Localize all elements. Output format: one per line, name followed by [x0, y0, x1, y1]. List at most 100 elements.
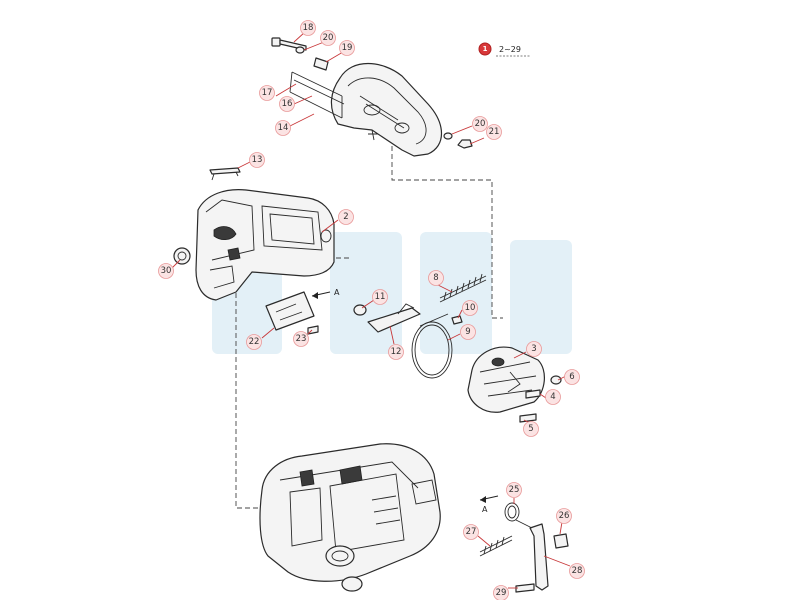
callout-5: 5: [523, 421, 539, 437]
callout-circle: [300, 20, 316, 36]
callout-label: 29: [496, 588, 507, 598]
callout-circle: [486, 124, 502, 140]
callout-label: 8: [433, 273, 438, 283]
band-9-part: [411, 313, 453, 379]
callout-circle: [564, 369, 580, 385]
callout-circle: [279, 96, 295, 112]
leader-lines: [171, 31, 571, 589]
callout-circle: [545, 389, 561, 405]
callout-label: 27: [466, 527, 477, 537]
cover-3-part: [467, 346, 545, 413]
callout-label: 30: [161, 266, 172, 276]
screw-5-part: [519, 413, 537, 423]
callout-10: 10: [462, 300, 478, 316]
lever-28-part: [515, 519, 549, 591]
callout-label: 10: [465, 303, 476, 313]
callout-label: 5: [528, 424, 533, 434]
callout-circle: [506, 482, 522, 498]
housing-2-part: [195, 189, 335, 301]
callout-circle: [259, 85, 275, 101]
callout-circle: [338, 209, 354, 225]
callout-circle: [472, 116, 488, 132]
callout-circle: [523, 421, 539, 437]
callout-label: 26: [559, 511, 570, 521]
callout-circle: [569, 563, 585, 579]
lever-12-part: [367, 303, 421, 333]
arrow-a-mid-label: A: [334, 288, 340, 297]
callout-label: 23: [296, 334, 307, 344]
callout-label: 20: [475, 119, 486, 129]
callout-20b: 20: [472, 116, 488, 132]
callout-circle: [339, 40, 355, 56]
callout-4: 4: [545, 389, 561, 405]
callout-circle: [463, 524, 479, 540]
callout-label: 16: [282, 99, 293, 109]
callout-label: 28: [572, 566, 583, 576]
grommet-30-part: [173, 247, 191, 265]
callout-circle: [320, 30, 336, 46]
callout-21: 21: [486, 124, 502, 140]
screw-29-part: [515, 583, 535, 593]
spring-27-part: [479, 535, 513, 557]
spring-8-part: [439, 273, 487, 303]
reference-range: 2~29: [499, 45, 521, 54]
arrow-a-mid: A: [311, 288, 340, 299]
callout-23: 23: [293, 331, 309, 347]
callout-label: 12: [391, 347, 402, 357]
callout-25: 25: [506, 482, 522, 498]
top-cover-part: [330, 63, 442, 157]
reference-badge: 1 2~29: [478, 42, 530, 57]
callout-circle: [493, 585, 509, 600]
callout-26: 26: [556, 508, 572, 524]
callout-label: 19: [342, 43, 353, 53]
callout-circle: [249, 152, 265, 168]
callout-label: 11: [375, 292, 386, 302]
arrow-a-low-label: A: [482, 505, 488, 514]
callout-label: 6: [569, 372, 574, 382]
callout-6: 6: [564, 369, 580, 385]
callout-circle: [428, 270, 444, 286]
callout-3: 3: [526, 341, 542, 357]
callout-circle: [526, 341, 542, 357]
callout-9: 9: [460, 324, 476, 340]
nut-21-part: [443, 132, 473, 149]
callout-29: 29: [493, 585, 509, 600]
spring-25-part: [504, 502, 520, 522]
callout-circle: [388, 344, 404, 360]
sleeve-19-part: [313, 57, 329, 71]
callout-8: 8: [428, 270, 444, 286]
arrow-a-low: A: [479, 495, 499, 514]
screw-6-part: [550, 375, 562, 385]
callout-label: 18: [303, 23, 314, 33]
callout-16: 16: [279, 96, 295, 112]
callout-18: 18: [300, 20, 316, 36]
callout-label: 13: [252, 155, 263, 165]
callout-14: 14: [275, 120, 291, 136]
callout-20a: 20: [320, 30, 336, 46]
assembly-lines: [235, 138, 503, 509]
callout-label: 14: [278, 123, 289, 133]
callout-22: 22: [246, 334, 262, 350]
crankcase-part: [259, 443, 441, 592]
screw-4-part: [525, 389, 541, 399]
reference-badge-number: 1: [483, 45, 488, 53]
callout-label: 9: [465, 327, 470, 337]
callout-label: 3: [531, 344, 536, 354]
callout-circle: [293, 331, 309, 347]
stud-plates-part: [289, 71, 345, 119]
callout-30: 30: [158, 263, 174, 279]
bushing-26-part: [553, 533, 569, 549]
callout-label: 22: [249, 337, 260, 347]
callout-circle: [372, 289, 388, 305]
callout-label: 20: [323, 33, 334, 43]
callout-27: 27: [463, 524, 479, 540]
callout-28: 28: [569, 563, 585, 579]
pin-10-part: [451, 315, 463, 325]
plate-22-part: [265, 291, 315, 331]
callout-12: 12: [388, 344, 404, 360]
washer-20-top-part: [295, 46, 305, 54]
callout-label: 21: [489, 127, 500, 137]
callout-19: 19: [339, 40, 355, 56]
callout-label: 4: [550, 392, 555, 402]
